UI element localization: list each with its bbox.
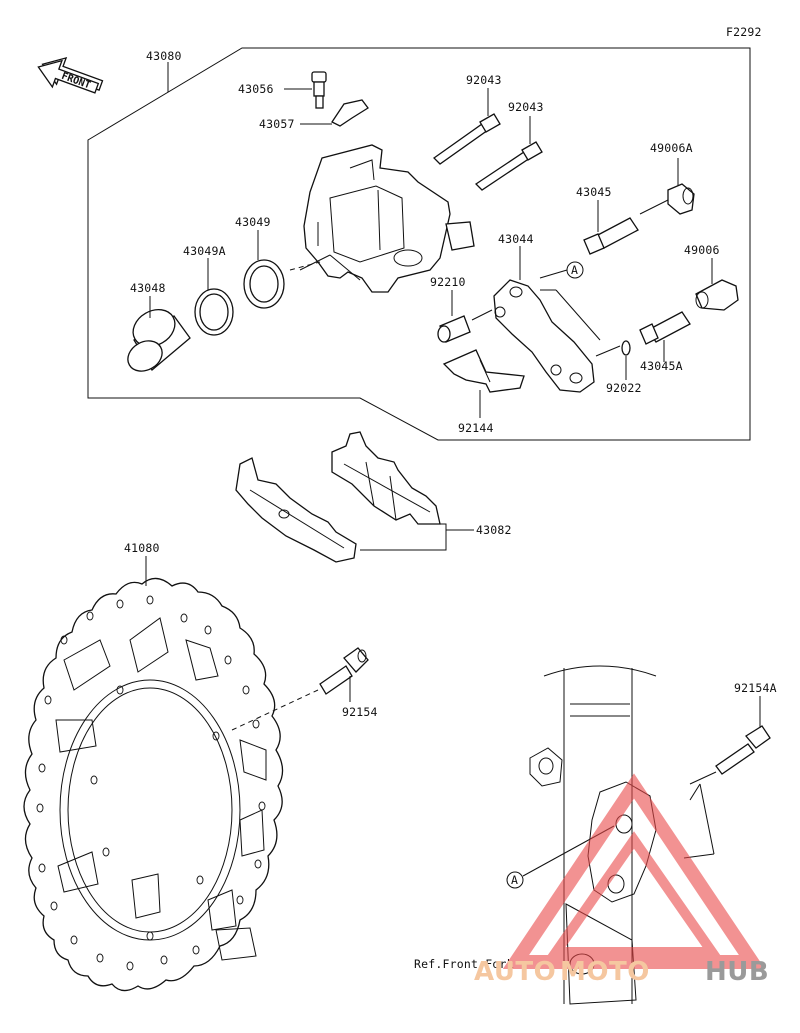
boot-upper <box>667 183 695 215</box>
label-92154A: 92154A <box>734 681 777 695</box>
label-43056: 43056 <box>238 82 274 96</box>
boot-lower <box>695 279 739 311</box>
front-label: FRONT <box>60 71 92 92</box>
label-43049: 43049 <box>235 215 271 229</box>
caliper-body <box>303 144 475 293</box>
caliper-mount-bolt <box>715 725 771 775</box>
watermark-part2: MOTO <box>560 957 650 987</box>
label-43045: 43045 <box>576 185 612 199</box>
pad-spring <box>442 349 525 393</box>
seal-43049A <box>194 288 234 336</box>
label-41080: 41080 <box>124 541 160 555</box>
brake-disc <box>23 577 284 992</box>
watermark-part1: AUTO <box>474 957 556 987</box>
assembly-guide <box>289 261 321 271</box>
watermark-part3: HUB <box>705 957 769 987</box>
label-49006: 49006 <box>684 243 720 257</box>
watermark-logo <box>502 773 766 969</box>
slide-pin-lower <box>474 141 543 191</box>
label-92043-a: 92043 <box>466 73 502 87</box>
label-43080: 43080 <box>146 49 182 63</box>
label-43044: 43044 <box>498 232 534 246</box>
label-92022: 92022 <box>606 381 642 395</box>
piston-43048 <box>127 308 191 372</box>
bleed-valve <box>311 71 327 109</box>
ring-92022 <box>621 340 631 356</box>
brake-pad-rear <box>235 457 357 563</box>
label-43045A: 43045A <box>640 359 683 373</box>
bracket-pin-upper <box>583 217 639 255</box>
label-43057: 43057 <box>259 117 295 131</box>
label-43049A: 43049A <box>183 244 226 258</box>
figure-code: F2292 <box>726 25 762 39</box>
ref-front-fork-note: Ref.Front Fork <box>414 957 514 971</box>
bleed-cap <box>331 99 369 127</box>
caliper-assembly-boundary <box>87 47 751 441</box>
caliper-bracket <box>493 279 595 393</box>
svg-text:A: A <box>571 263 578 277</box>
disc-bolt <box>319 647 369 695</box>
bracket-pin-lower <box>639 311 691 345</box>
label-92144: 92144 <box>458 421 494 435</box>
label-43082: 43082 <box>476 523 512 537</box>
label-92154: 92154 <box>342 705 378 719</box>
label-92043-b: 92043 <box>508 100 544 114</box>
collar-92210 <box>437 315 471 343</box>
callout-a-lower <box>506 871 524 889</box>
seal-43049 <box>243 259 285 309</box>
svg-text:A: A <box>511 873 518 887</box>
brake-pad-front <box>331 431 441 525</box>
label-49006A: 49006A <box>650 141 693 155</box>
front-arrow-icon: FRONT <box>37 56 104 94</box>
label-92210: 92210 <box>430 275 466 289</box>
slide-pin-upper <box>432 113 501 165</box>
label-43048: 43048 <box>130 281 166 295</box>
